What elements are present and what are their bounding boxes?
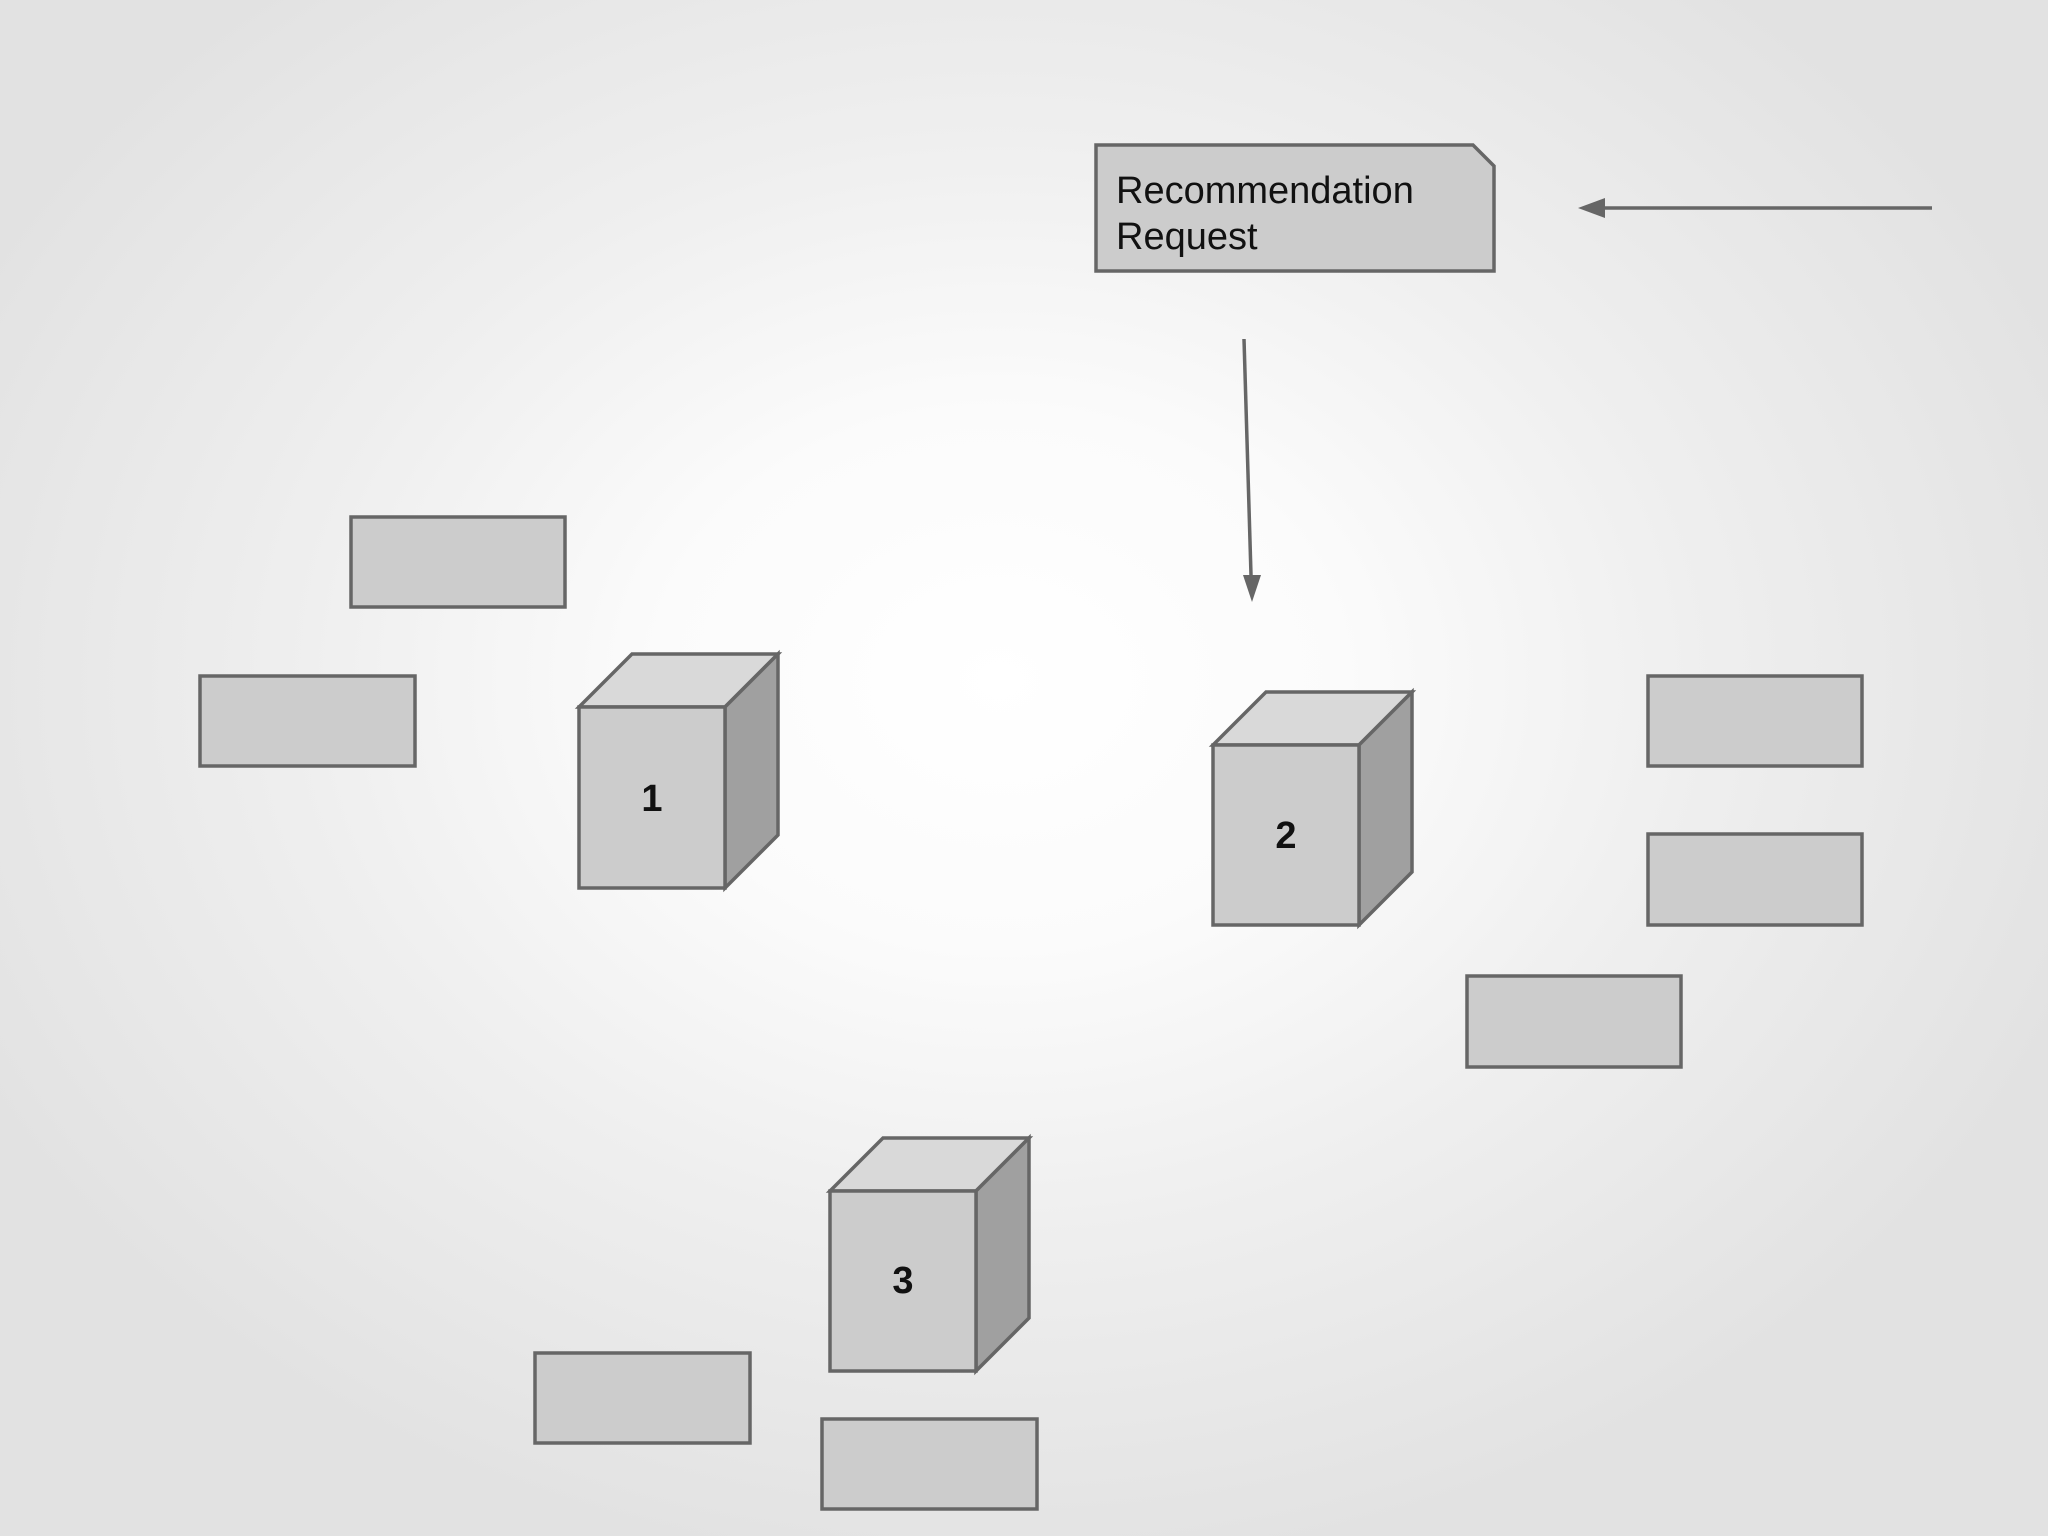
cube-node-3: 3 <box>825 1133 1034 1376</box>
request-to-node-2-arrow <box>1242 338 1261 602</box>
incoming-arrow <box>1578 198 1932 218</box>
empty-box-node3-left <box>533 1351 752 1445</box>
empty-box-node1-left <box>198 674 417 768</box>
cube-node-2: 2 <box>1208 687 1417 930</box>
empty-box-node2-top <box>1646 674 1864 768</box>
recommendation-request-note: Recommendation Request <box>1094 143 1496 273</box>
node-3-label: 3 <box>892 1260 913 1302</box>
cube-node-1: 1 <box>574 649 783 893</box>
note-line-1: Recommendation <box>1116 170 1414 212</box>
empty-box-node2-middle <box>1646 832 1864 927</box>
empty-box-node1-top <box>349 515 567 609</box>
node-1-label: 1 <box>641 778 662 820</box>
empty-box-node3-bottom <box>820 1417 1039 1511</box>
note-line-2: Request <box>1116 216 1258 258</box>
node-2-label: 2 <box>1275 815 1296 857</box>
empty-box-node2-bottom <box>1465 974 1683 1069</box>
